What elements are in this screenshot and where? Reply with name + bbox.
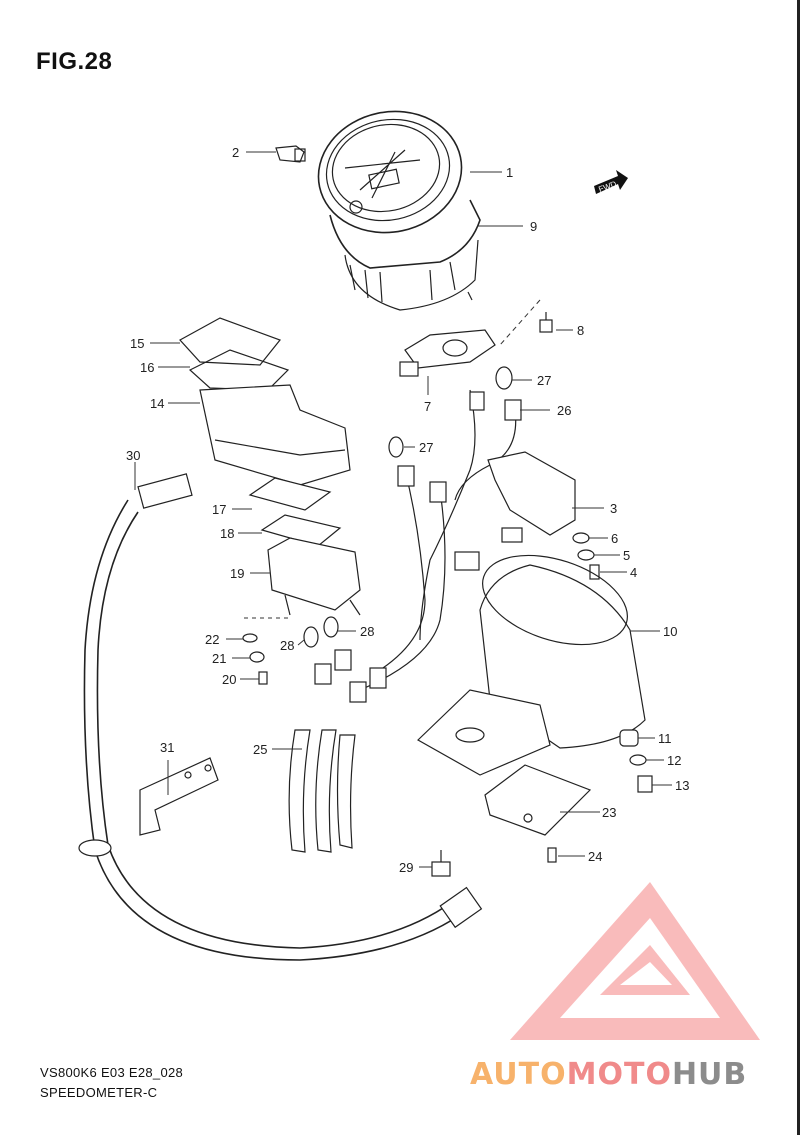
part-30-speedometer-cable [78, 473, 483, 961]
callout-leaders [134, 151, 672, 868]
part-12-washer [629, 754, 647, 766]
fwd-label: FWD [597, 179, 617, 194]
callout-labels: 1 2 3 4 5 6 7 8 9 10 11 12 13 14 15 16 1… [126, 145, 689, 875]
speedometer-assembly [317, 110, 481, 311]
callout-28a: 28 [280, 638, 294, 653]
callout-21: 21 [212, 651, 226, 666]
callout-10: 10 [663, 624, 677, 639]
part-15-cover [179, 317, 281, 366]
callout-2: 2 [232, 145, 239, 160]
part-26-socket [314, 391, 522, 703]
callout-9: 9 [530, 219, 537, 234]
callout-3: 3 [610, 501, 617, 516]
part-24-screw [547, 847, 557, 863]
watermark-logo [510, 882, 760, 1040]
watermark-text: AUTOMOTOHUB [470, 1057, 747, 1092]
callout-22: 22 [205, 632, 219, 647]
part-28-bulb [303, 616, 339, 648]
callout-20: 20 [222, 672, 236, 687]
callout-4: 4 [630, 565, 637, 580]
callout-11: 11 [658, 731, 672, 746]
figure-title: FIG.28 [36, 48, 113, 75]
part-3-cover [487, 451, 576, 543]
watermark-text-moto: MOTO [567, 1057, 672, 1092]
callout-24: 24 [588, 849, 602, 864]
callout-12: 12 [667, 753, 681, 768]
part-19-socket-block [267, 537, 361, 616]
callout-25: 25 [253, 742, 267, 757]
part-10-meter-case [417, 554, 646, 776]
callout-14: 14 [150, 396, 164, 411]
callout-7: 7 [424, 399, 431, 414]
part-11-nut [619, 729, 639, 747]
callout-13: 13 [675, 778, 689, 793]
part-20-screw [258, 671, 268, 685]
watermark-text-hub: HUB [672, 1057, 747, 1092]
part-8-bolt [499, 299, 553, 346]
callout-19: 19 [230, 566, 244, 581]
part-27-bulb [388, 366, 513, 458]
fwd-arrow-icon: FWD [594, 170, 628, 194]
part-31-bracket [139, 757, 219, 836]
svg-text:AUTOMOTOHUB: AUTOMOTOHUB [470, 1057, 747, 1092]
callout-27b: 27 [419, 440, 433, 455]
part-29-bolt [431, 850, 451, 877]
callout-30: 30 [126, 448, 140, 463]
callout-5: 5 [623, 548, 630, 563]
callout-27a: 27 [537, 373, 551, 388]
part-22-washer [242, 633, 258, 643]
part-17-plate [248, 477, 332, 511]
part-6-grommet [572, 532, 590, 544]
callout-26: 26 [557, 403, 571, 418]
callout-17: 17 [212, 502, 226, 517]
callout-29: 29 [399, 860, 413, 875]
callout-18: 18 [220, 526, 234, 541]
callout-15: 15 [130, 336, 144, 351]
part-14-housing [199, 384, 351, 486]
callout-31: 31 [160, 740, 174, 755]
part-16-gasket [188, 349, 290, 391]
footer-section-name: SPEEDOMETER-C [40, 1085, 158, 1100]
footer-model-code: VS800K6 E03 E28_028 [40, 1065, 184, 1080]
part-2-bulb-socket [275, 145, 306, 163]
wiring-harness [288, 389, 517, 853]
watermark-text-auto: AUTO [470, 1057, 567, 1092]
part-23-bracket [484, 764, 592, 836]
callout-28b: 28 [360, 624, 374, 639]
part-7-bracket [399, 329, 496, 377]
part-13-bolt [637, 775, 653, 793]
part-5-washer [577, 549, 595, 561]
callout-23: 23 [602, 805, 616, 820]
callout-6: 6 [611, 531, 618, 546]
callout-1: 1 [506, 165, 513, 180]
part-21-nut [249, 651, 265, 663]
callout-8: 8 [577, 323, 584, 338]
callout-16: 16 [140, 360, 154, 375]
